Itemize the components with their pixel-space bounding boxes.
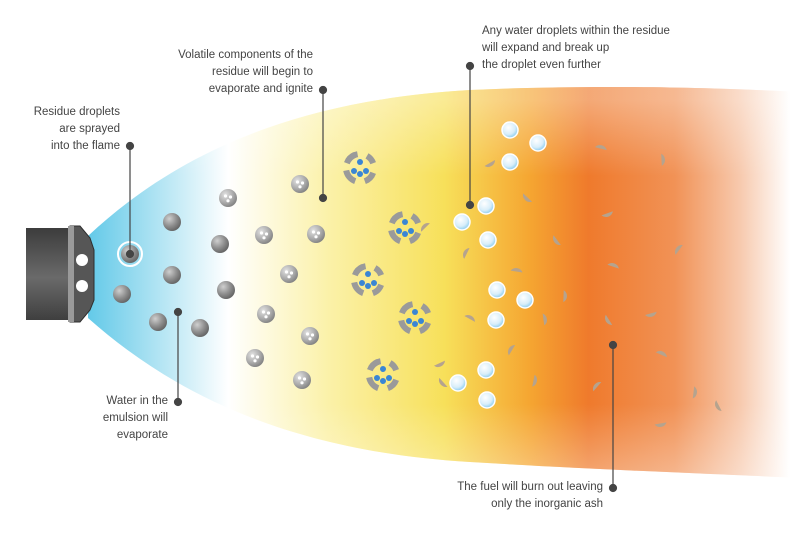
label-residue-droplets: Residue droplets are sprayed into the fl… (33, 106, 120, 152)
residue-droplet (149, 313, 167, 331)
ash-fragment (420, 222, 430, 232)
bursting-droplet (343, 151, 376, 184)
water-droplet (449, 374, 467, 392)
ash-fragment (522, 193, 533, 203)
volatile-droplet (307, 225, 325, 243)
ash-fragment (508, 344, 516, 356)
label-volatile-components: Volatile components of the residue will … (178, 49, 313, 95)
residue-droplet (163, 213, 181, 231)
ash-fragment (655, 350, 667, 358)
volatile-droplet (255, 226, 273, 244)
residue-droplet (113, 285, 131, 303)
volatile-droplet (246, 349, 264, 367)
ash-fragment (654, 422, 667, 428)
volatile-droplet (291, 175, 309, 193)
residue-droplet (163, 266, 181, 284)
label-fuel-burn: The fuel will burn out leaving only the … (457, 481, 603, 510)
ash-fragment (594, 145, 607, 151)
bursting-droplet (366, 358, 399, 391)
water-droplets (449, 121, 547, 409)
bursting-droplet (351, 263, 384, 296)
label-water-emulsion: Water in the emulsion will evaporate (102, 395, 168, 441)
water-droplet (487, 311, 505, 329)
leader-lines (125, 61, 618, 493)
ash-fragment (438, 377, 448, 388)
ash-fragment (542, 313, 547, 326)
water-droplet (501, 121, 519, 139)
ash-fragment (607, 263, 619, 269)
ash-fragments (420, 145, 722, 428)
ash-fragment (645, 311, 657, 317)
ash-fragment (484, 160, 495, 168)
water-droplet (453, 213, 471, 231)
volatile-droplet (280, 265, 298, 283)
ash-fragment (463, 248, 470, 259)
residue-droplet (191, 319, 209, 337)
ash-fragment (692, 386, 698, 399)
ash-fragment (593, 381, 602, 392)
nozzle-hole-icon (76, 280, 88, 292)
water-droplet (529, 134, 547, 152)
bursting-droplet (398, 301, 431, 334)
ash-fragment (675, 245, 683, 255)
water-droplet (516, 291, 534, 309)
volatile-droplets (219, 175, 325, 389)
water-droplet (501, 153, 519, 171)
volatile-droplet (219, 189, 237, 207)
ash-fragment (532, 374, 537, 387)
water-droplet (479, 231, 497, 249)
ash-fragment (433, 360, 445, 368)
ash-fragment (605, 314, 613, 325)
ash-fragment (510, 268, 523, 273)
label-water-expand: Any water droplets within the residue wi… (482, 25, 670, 71)
nozzle (26, 225, 95, 323)
ash-fragment (661, 153, 665, 166)
residue-droplets (113, 213, 235, 337)
water-droplet (477, 361, 495, 379)
ash-fragment (714, 400, 722, 411)
ash-fragment (464, 315, 475, 322)
ash-fragment (563, 290, 567, 303)
ash-fragment (601, 211, 613, 218)
volatile-droplet (301, 327, 319, 345)
volatile-droplet (257, 305, 275, 323)
water-droplet (477, 197, 495, 215)
nozzle-hole-icon (76, 254, 88, 266)
water-droplet (478, 391, 496, 409)
bursting-droplets (343, 151, 431, 391)
residue-droplet (211, 235, 229, 253)
bursting-droplet (388, 211, 421, 244)
water-droplet (488, 281, 506, 299)
volatile-droplet (293, 371, 311, 389)
ash-fragment (553, 235, 561, 246)
residue-droplet (217, 281, 235, 299)
